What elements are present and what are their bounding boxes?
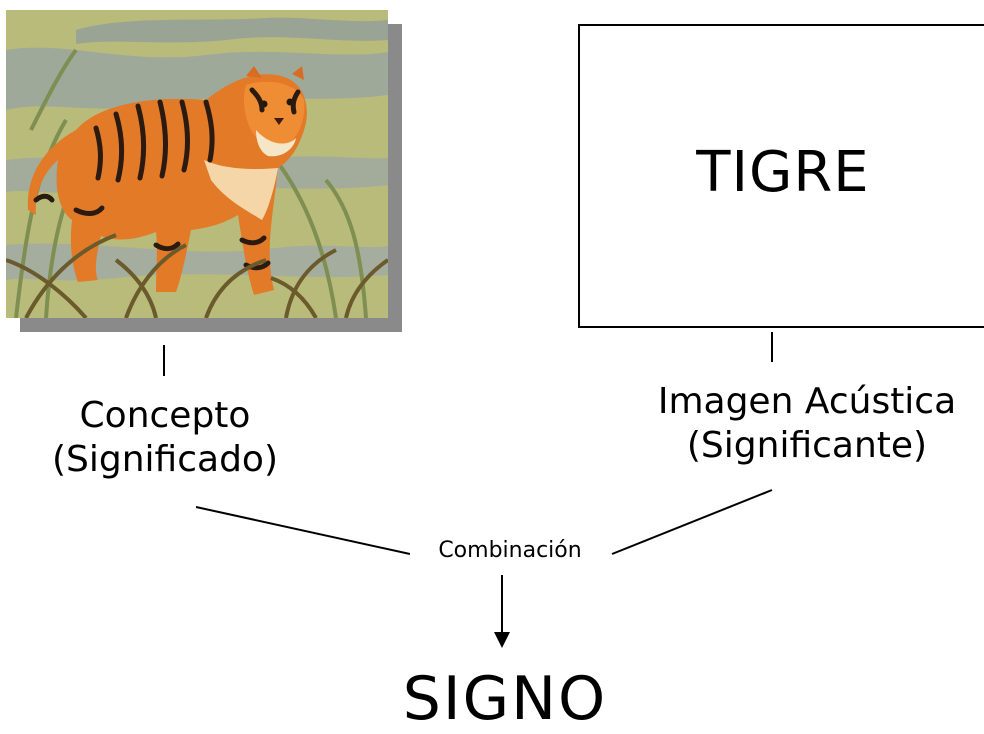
concepto-line1: Concepto: [79, 395, 251, 436]
combinacion-label: Combinación: [410, 538, 610, 563]
imagen-line1: Imagen Acústica: [657, 381, 957, 422]
word-box: [578, 24, 984, 328]
concepto-label: Concepto (Significado): [40, 394, 290, 482]
imagen-line2: (Significante): [686, 425, 928, 466]
tigre-word: TIGRE: [696, 140, 870, 205]
concepto-line2: (Significado): [51, 439, 279, 480]
tiger-image: [5, 10, 390, 320]
arrow-head: [494, 632, 510, 648]
imagen-acustica-label: Imagen Acústica (Significante): [642, 380, 972, 468]
signo-label: SIGNO: [402, 664, 608, 734]
tiger-clipart-icon: [5, 10, 390, 320]
left-connector-line: [195, 506, 411, 555]
right-connector-line: [611, 489, 773, 555]
